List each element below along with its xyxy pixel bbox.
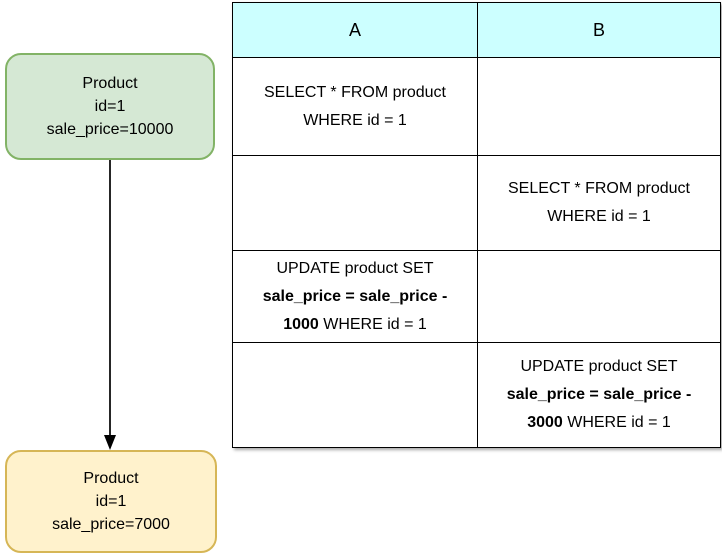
sql-bold-segment: 1000 (283, 315, 319, 333)
table-row: UPDATE product SET sale_price = sale_pri… (232, 250, 721, 343)
target-node-title: Product (83, 470, 139, 487)
target-product-node: Product id=1 sale_price=7000 (5, 450, 217, 553)
transactions-table: A B SELECT * FROM product WHERE id = 1 S… (232, 2, 721, 448)
sql-line: 3000 WHERE id = 1 (486, 409, 712, 437)
sql-line: UPDATE product SET (276, 259, 434, 277)
sql-line: SELECT * FROM product (508, 180, 690, 197)
column-header-a: A (232, 2, 478, 58)
sql-line: sale_price = sale_price - (486, 381, 712, 409)
arrowhead-icon (104, 435, 116, 450)
cell-a-select: SELECT * FROM product WHERE id = 1 (232, 57, 478, 156)
cell-b-select: SELECT * FROM product WHERE id = 1 (477, 155, 721, 251)
cell-b-empty (477, 57, 721, 156)
cell-b-empty (477, 250, 721, 343)
table-row: UPDATE product SET sale_price = sale_pri… (232, 342, 721, 448)
target-node-id: id=1 (95, 493, 127, 510)
table-header-row: A B (232, 2, 721, 58)
sql-line: 1000 WHERE id = 1 (241, 311, 469, 339)
sql-bold-segment: sale_price = sale_price - (262, 287, 448, 305)
column-header-b: B (477, 2, 721, 58)
cell-a-empty (232, 155, 478, 251)
sql-bold-segment: sale_price = sale_price - (506, 386, 692, 403)
cell-a-update: UPDATE product SET sale_price = sale_pri… (232, 250, 478, 343)
sql-line: SELECT * FROM product (264, 83, 446, 101)
source-node-title: Product (82, 75, 138, 92)
sql-segment: WHERE id = 1 (318, 315, 427, 333)
source-node-id: id=1 (94, 98, 126, 115)
sql-line: WHERE id = 1 (547, 208, 651, 225)
cell-a-empty (232, 342, 478, 448)
sql-line: sale_price = sale_price - (241, 283, 469, 311)
sql-bold-segment: 3000 (527, 414, 563, 431)
sql-line: WHERE id = 1 (303, 111, 407, 129)
transactions-table-container: A B SELECT * FROM product WHERE id = 1 S… (232, 2, 721, 448)
source-node-price: sale_price=10000 (46, 121, 174, 138)
table-row: SELECT * FROM product WHERE id = 1 (232, 57, 721, 156)
sql-segment: WHERE id = 1 (562, 414, 671, 431)
table-row: SELECT * FROM product WHERE id = 1 (232, 155, 721, 251)
source-product-node: Product id=1 sale_price=10000 (5, 53, 215, 160)
sql-line: UPDATE product SET (520, 358, 678, 375)
cell-b-update: UPDATE product SET sale_price = sale_pri… (477, 342, 721, 448)
target-node-price: sale_price=7000 (52, 516, 170, 533)
